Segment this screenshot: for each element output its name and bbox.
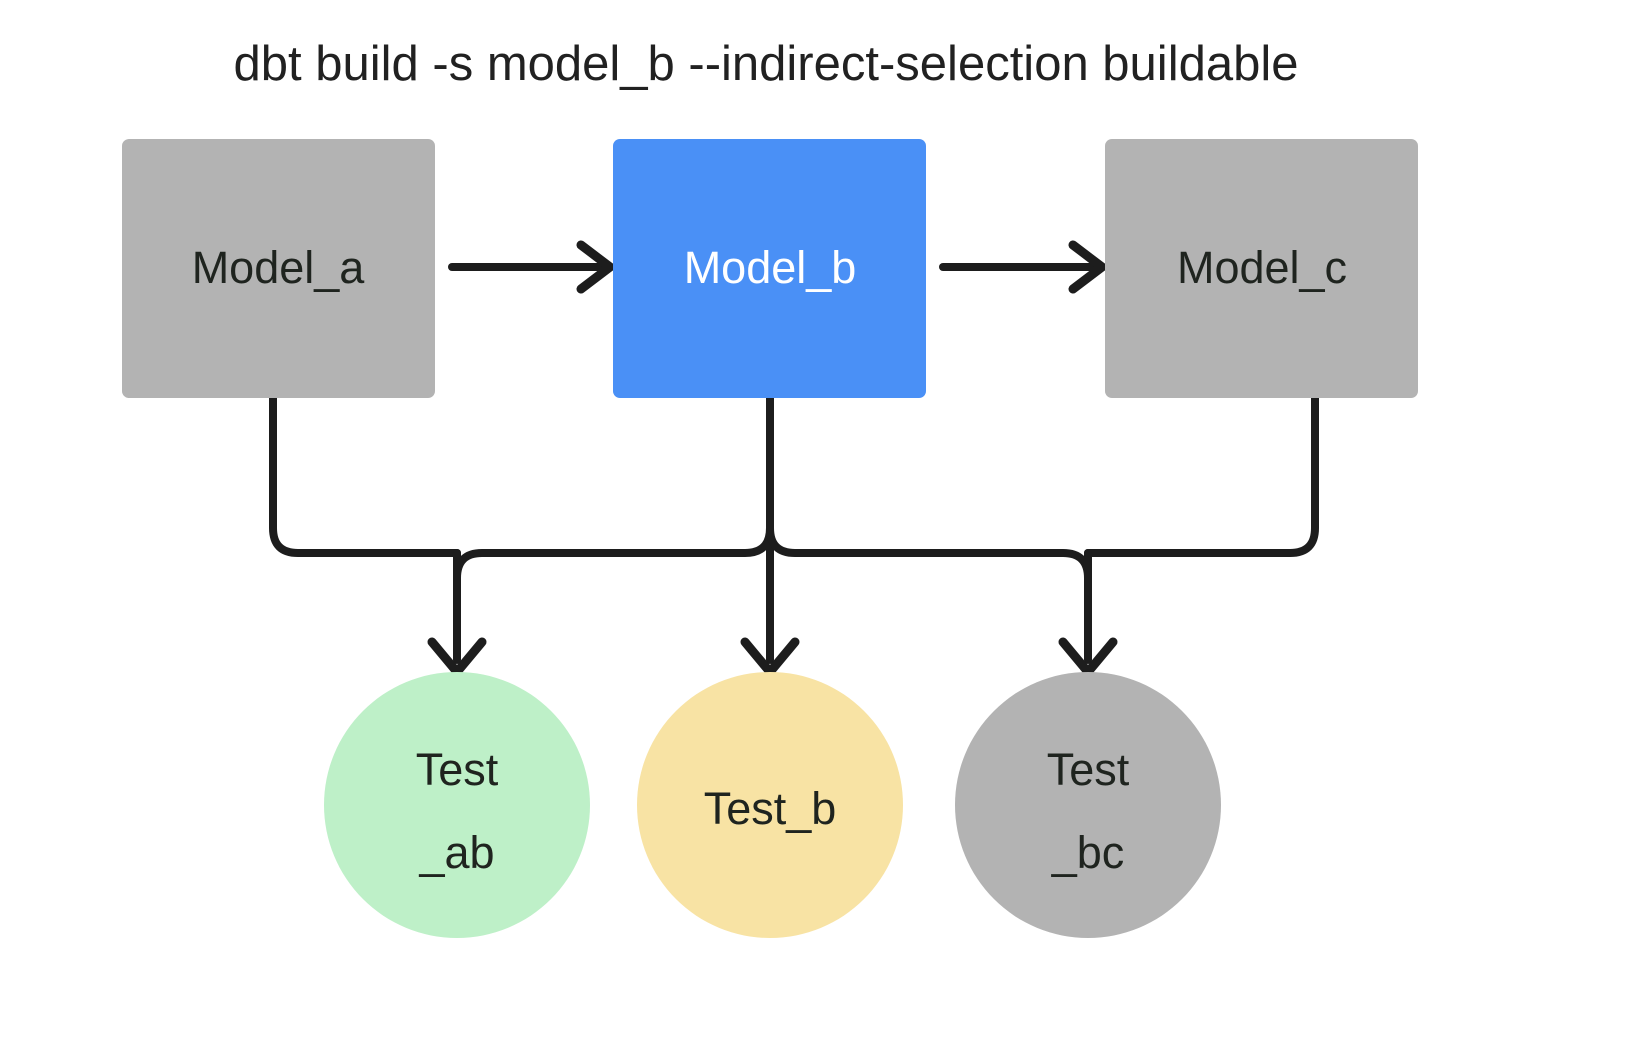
model-a-label: Model_a (192, 242, 366, 293)
model-a-box[interactable] (122, 139, 435, 398)
edge-junction-to-test-bc (1058, 549, 1118, 677)
model-c-label: Model_c (1177, 242, 1347, 293)
edge-model-b-to-test-ab (453, 394, 774, 582)
test-ab-label-line1: Test (416, 744, 499, 795)
test-bc-label-line1: Test (1047, 744, 1130, 795)
model-node-model-a[interactable]: Model_a (122, 139, 435, 398)
test-node-test-ab[interactable]: Test _ab (324, 672, 590, 938)
model-c-box[interactable] (1105, 139, 1418, 398)
test-bc-label-line2: _bc (1051, 827, 1125, 878)
model-b-box[interactable] (613, 139, 926, 398)
edge-model-c-to-test-bc (1084, 394, 1319, 557)
model-node-model-c[interactable]: Model_c (1105, 139, 1418, 398)
test-b-label-line1: Test_b (704, 783, 837, 834)
diagram-title: dbt build -s model_b --indirect-selectio… (234, 37, 1299, 91)
test-node-test-bc[interactable]: Test _bc (955, 672, 1221, 938)
edge-model-a-to-test-ab (269, 394, 461, 557)
test-ab-label-line2: _ab (418, 827, 494, 878)
edge-junction-to-test-ab (427, 549, 487, 677)
edge-model-b-to-test-bc (766, 394, 1092, 582)
edge-model-b-to-model-c (939, 240, 1107, 294)
test-node-test-b[interactable]: Test_b (637, 672, 903, 938)
model-node-model-b[interactable]: Model_b (613, 139, 926, 398)
model-b-label: Model_b (684, 242, 857, 293)
edge-model-a-to-model-b (448, 240, 615, 294)
test-ab-circle[interactable] (324, 672, 590, 938)
test-bc-circle[interactable] (955, 672, 1221, 938)
test-b-circle[interactable] (637, 672, 903, 938)
